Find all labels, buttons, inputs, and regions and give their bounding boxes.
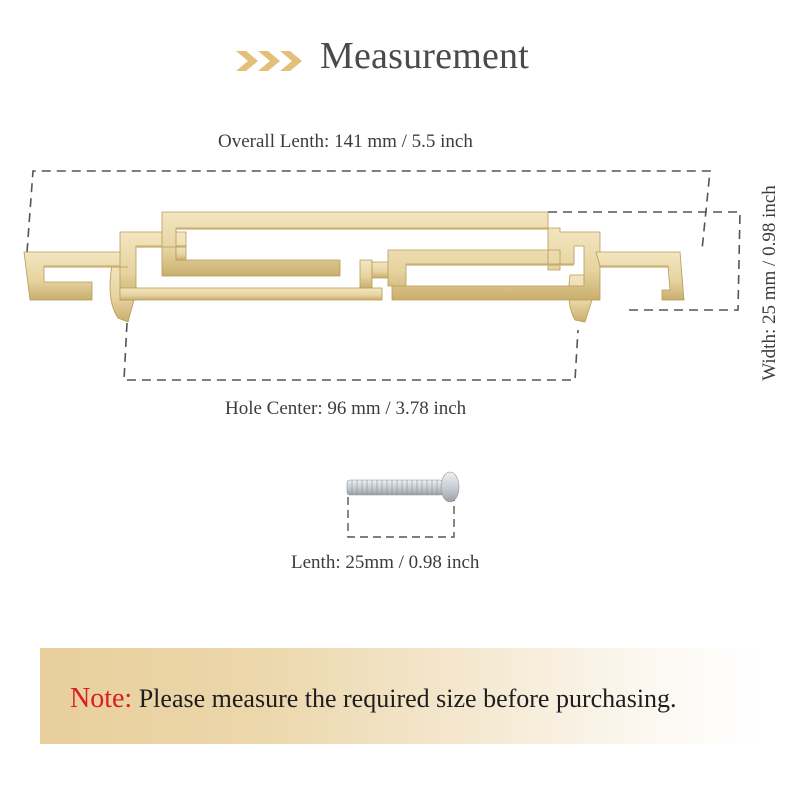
note-text: Note: Please measure the required size b… [70, 683, 677, 715]
screw-length-dimension [347, 497, 455, 538]
screw-icon [346, 471, 460, 503]
note-banner [40, 648, 760, 744]
triple-chevron-right-icon [236, 51, 302, 71]
screw-diagram [346, 471, 460, 538]
overall-length-dimension [26, 170, 711, 253]
screw-length-label: Lenth: 25mm / 0.98 inch [291, 552, 480, 573]
hole-center-dimension [123, 322, 579, 381]
width-dimension [548, 211, 741, 311]
handle-diagram [23, 170, 741, 381]
page-title: Measurement [320, 35, 530, 77]
note-label: Note: [70, 683, 133, 714]
overall-length-label: Overall Lenth: 141 mm / 5.5 inch [218, 131, 473, 152]
cabinet-handle [23, 211, 685, 323]
width-label: Width: 25 mm / 0.98 inch [759, 185, 780, 381]
note-message: Please measure the required size before … [132, 684, 677, 713]
hole-center-label: Hole Center: 96 mm / 3.78 inch [225, 398, 467, 419]
